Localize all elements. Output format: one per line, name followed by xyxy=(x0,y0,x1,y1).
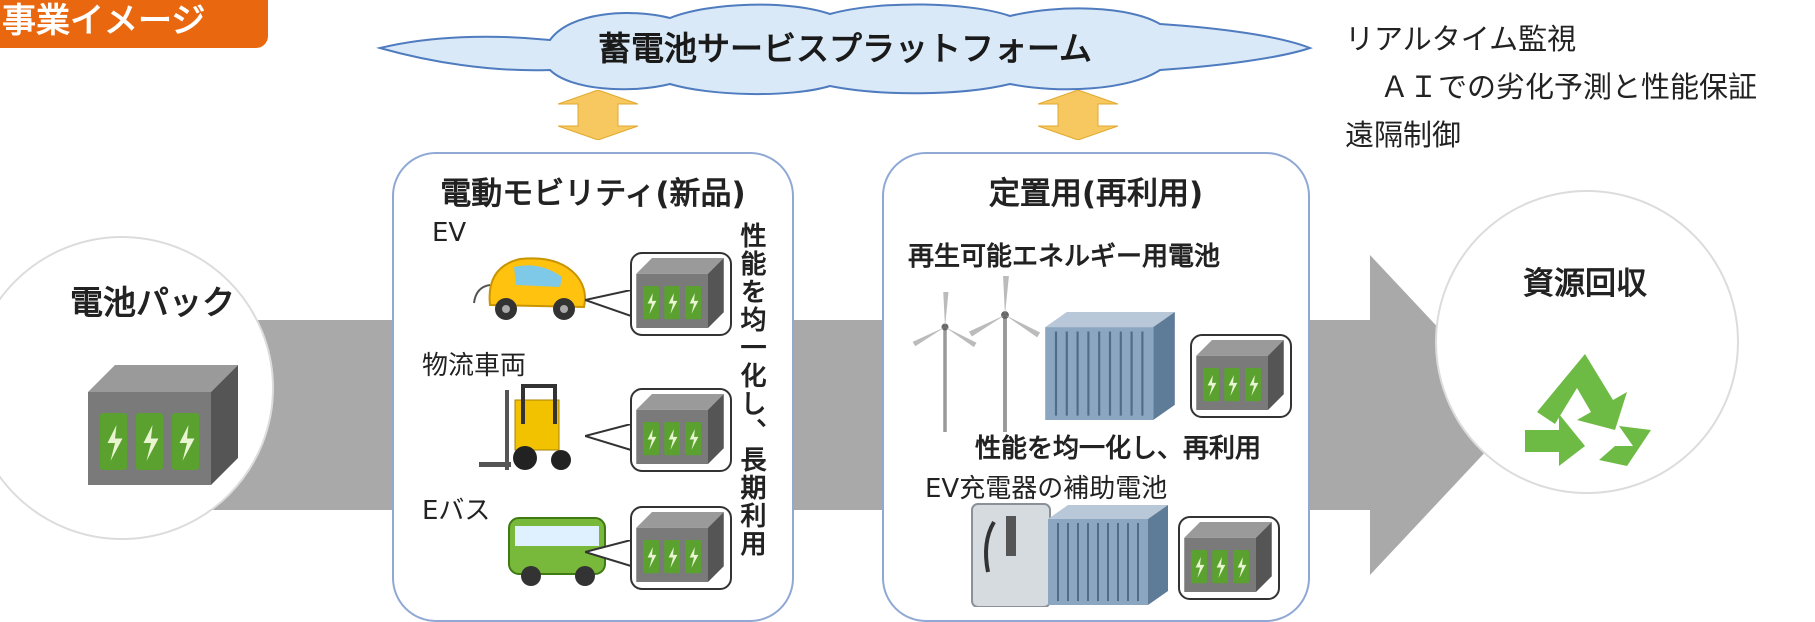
feature-ai: ＡＩでの劣化予測と性能保証 xyxy=(1380,70,1758,104)
section-tag: 事業イメージ xyxy=(0,0,268,48)
stationary-title: 定置用(再利用) xyxy=(988,176,1204,212)
wind-turbine-icon xyxy=(965,276,1045,432)
mobility-item-logistics: 物流車両 xyxy=(422,351,527,381)
double-arrow-icon xyxy=(558,90,638,140)
container-icon xyxy=(1045,312,1175,420)
bubble-pointer xyxy=(585,424,632,452)
battery-pack-title: 電池パック xyxy=(70,283,235,322)
mobility-item-ev: EV xyxy=(432,218,467,248)
battery-icon xyxy=(1184,522,1272,592)
battery-bubble xyxy=(630,388,732,472)
cloud-label: 蓄電池サービスプラットフォーム xyxy=(597,29,1092,68)
mobility-item-bus: Eバス xyxy=(422,496,491,526)
stationary-sub1: 再生可能エネルギー用電池 xyxy=(908,242,1221,272)
stationary-sub2: EV充電器の補助電池 xyxy=(925,474,1168,504)
charger-icon xyxy=(971,503,1051,607)
bubble-pointer xyxy=(585,540,632,568)
battery-icon xyxy=(88,365,238,485)
battery-bubble xyxy=(630,506,732,590)
battery-icon xyxy=(636,394,724,464)
recycle-icon xyxy=(1525,354,1651,466)
recycle-title: 資源回収 xyxy=(1523,266,1647,302)
bus-icon xyxy=(508,517,606,586)
double-arrow-icon xyxy=(1038,90,1118,140)
battery-bubble xyxy=(1178,516,1280,600)
bubble-pointer xyxy=(585,290,632,318)
container-icon xyxy=(1048,505,1168,605)
cloud-shape xyxy=(376,3,1313,96)
recycle-circle xyxy=(1435,190,1739,494)
battery-bubble xyxy=(1190,334,1292,418)
feature-realtime: リアルタイム監視 xyxy=(1345,22,1577,56)
car-icon xyxy=(473,257,586,320)
battery-icon xyxy=(636,258,724,328)
battery-bubble xyxy=(630,252,732,336)
mobility-vertical-text: 性能を均一化し、長期利用 xyxy=(736,222,766,558)
forklift-icon xyxy=(479,384,571,470)
feature-remote: 遠隔制御 xyxy=(1345,118,1462,152)
battery-icon xyxy=(636,512,724,582)
mobility-title: 電動モビリティ(新品) xyxy=(440,176,746,212)
stationary-reuse-text: 性能を均一化し、再利用 xyxy=(975,434,1262,464)
battery-icon xyxy=(1196,340,1284,410)
